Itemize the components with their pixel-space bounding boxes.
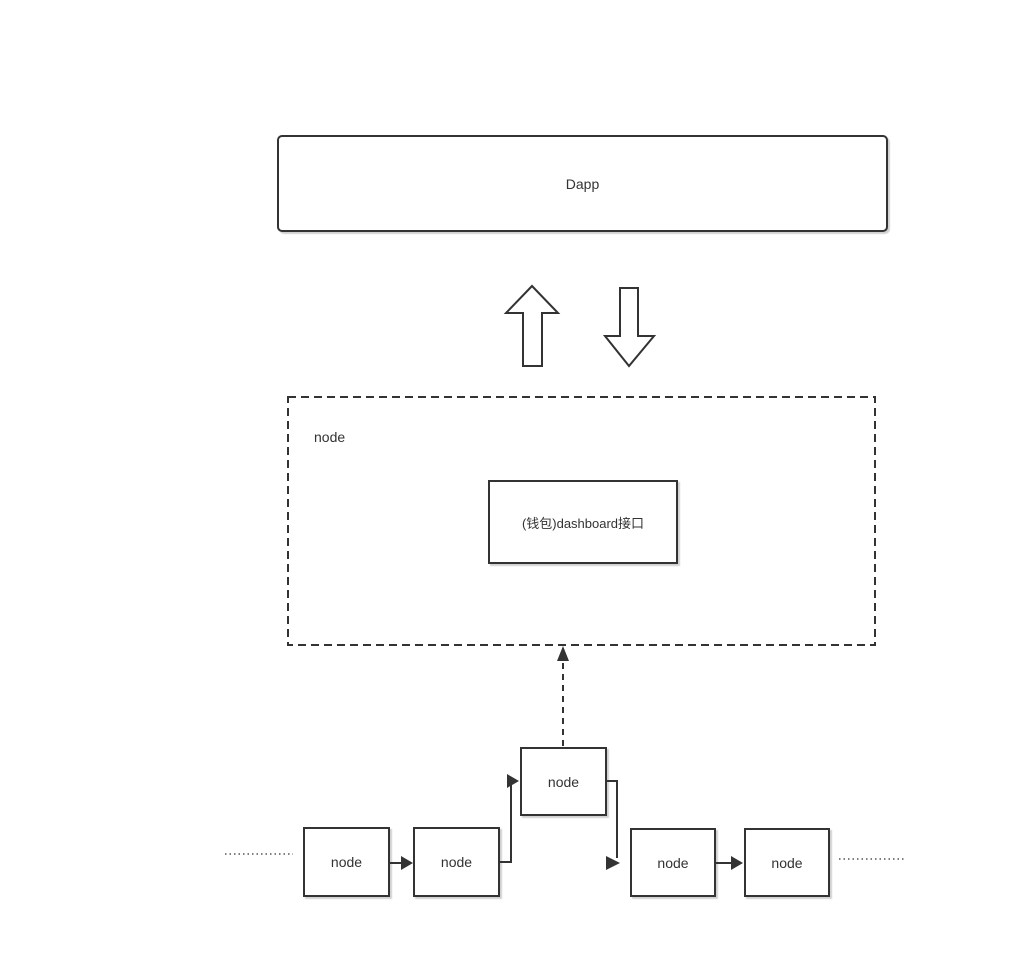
chain-head-node-box: node [520, 747, 607, 816]
dapp-box-label: Dapp [565, 175, 600, 192]
chain-node-label-2: node [440, 854, 473, 870]
chain-node-label-3: node [657, 854, 689, 871]
block-arrow-down-icon [602, 287, 657, 368]
node2-to-head-node-connector [500, 774, 519, 863]
node1-to-node2-arrow [390, 856, 413, 870]
head-node-to-container-dashed-arrow [557, 646, 569, 746]
head-node-to-node3-connector [606, 780, 620, 870]
node3-to-node4-arrow [716, 856, 743, 870]
chain-node-box-4: node [744, 828, 830, 897]
chain-node-label-4: node [771, 854, 803, 871]
chain-node-box-2: node [413, 827, 500, 897]
wallet-dashboard-interface-label: (钱包)dashboard接口 [521, 515, 645, 531]
chain-node-box-3: node [630, 828, 716, 897]
block-arrow-up-icon [503, 284, 561, 367]
node-container-label: node [314, 429, 346, 445]
chain-head-node-label: node [547, 773, 580, 790]
wallet-dashboard-interface-box: (钱包)dashboard接口 [488, 480, 678, 564]
chain-node-box-1: node [303, 827, 390, 897]
chain-node-label-1: node [330, 854, 363, 870]
dapp-box: Dapp [277, 135, 888, 232]
